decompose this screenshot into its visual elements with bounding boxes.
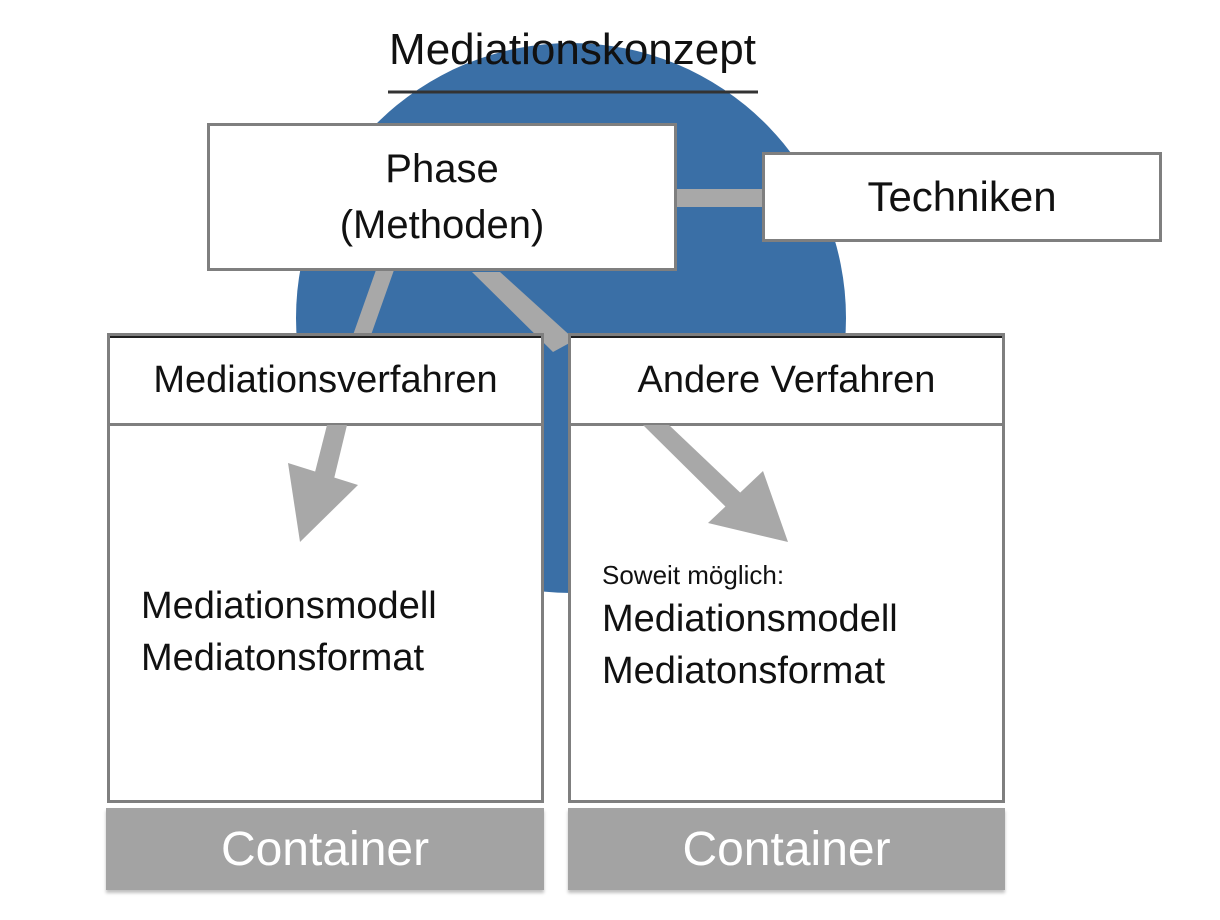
connector-phase-right [472,272,575,352]
andere-verfahren-header: Andere Verfahren [571,336,1002,426]
phase-label: Phase [385,147,499,191]
right-body-line-model: Mediationsmodell [602,598,898,640]
mediationsverfahren-panel: Mediationsverfahren Mediationsmodell Med… [107,333,544,803]
container-left: Container [106,808,544,890]
connector-phase-left [353,270,394,335]
methoden-label: (Methoden) [339,203,545,247]
andere-verfahren-panel: Andere Verfahren Soweit möglich: Mediati… [568,333,1005,803]
andere-verfahren-body: Soweit möglich: Mediationsmodell Mediato… [602,559,898,697]
soweit-moeglich-note: Soweit möglich: [602,560,785,590]
phase-box: Phase (Methoden) [207,123,677,271]
diagram-title: Mediationskonzept [389,25,756,74]
techniken-label: Techniken [867,173,1057,220]
mediationsverfahren-body: Mediationsmodell Mediatonsformat [141,580,437,684]
left-body-line-format: Mediatonsformat [141,637,425,679]
mediationsverfahren-header: Mediationsverfahren [110,336,541,426]
container-right: Container [568,808,1005,890]
techniken-box: Techniken [762,152,1162,242]
left-body-line-model: Mediationsmodell [141,585,437,627]
right-body-line-format: Mediatonsformat [602,650,886,692]
